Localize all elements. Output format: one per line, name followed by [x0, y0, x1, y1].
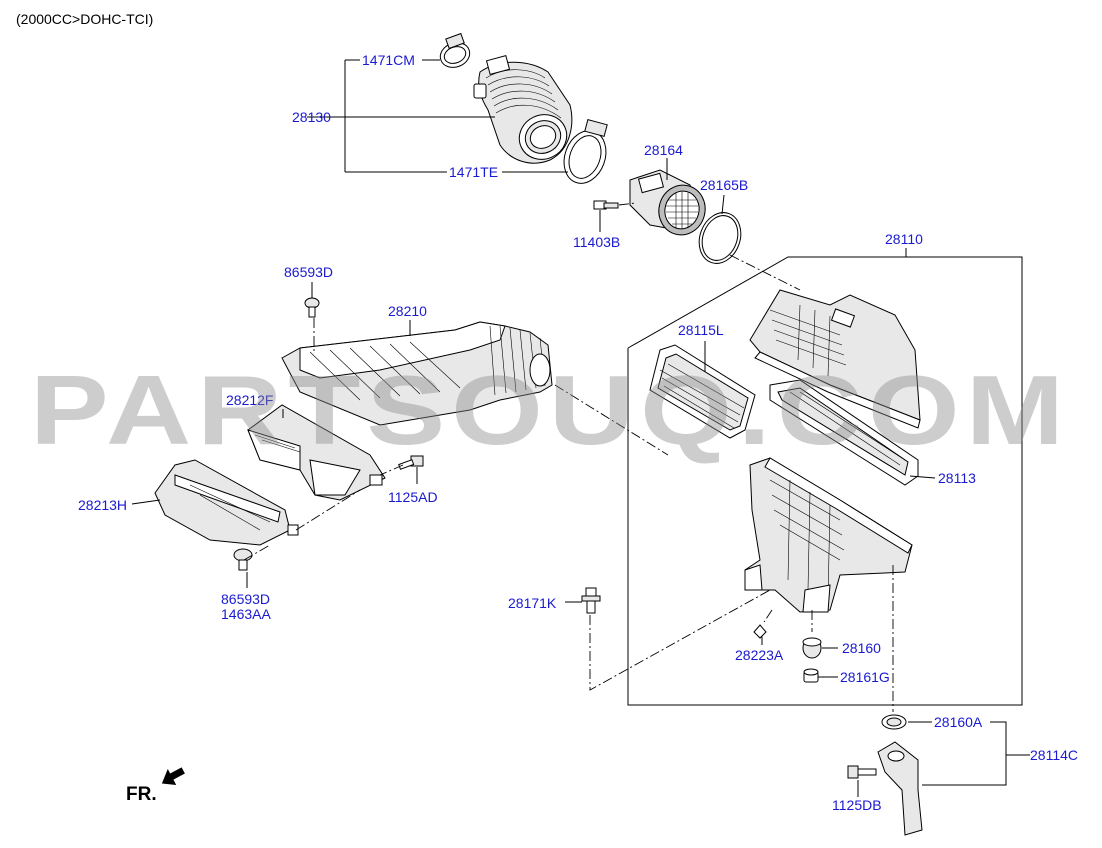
- callout-86593d-top[interactable]: 86593D: [284, 264, 333, 280]
- callout-28130[interactable]: 28130: [292, 109, 331, 125]
- callout-28113[interactable]: 28113: [938, 470, 976, 486]
- air-filter-element-part: [769, 379, 919, 486]
- lower-duct-part: [154, 459, 299, 546]
- callout-28165b[interactable]: 28165B: [700, 177, 748, 193]
- air-cleaner-cover-part: [749, 289, 921, 429]
- bolt-28171k-part: [581, 587, 601, 614]
- callout-28110[interactable]: 28110: [885, 231, 923, 247]
- assembly-dashed-lines: [243, 202, 894, 712]
- clip-86593d-top-part: [304, 297, 320, 318]
- callout-86593d-bottom[interactable]: 86593D: [221, 591, 270, 607]
- mounting-bracket-part: [877, 714, 923, 836]
- front-direction-label: FR.: [126, 784, 157, 805]
- watermark-text: PARTSOUQ.COM: [30, 355, 1070, 465]
- callout-28171k[interactable]: 28171K: [508, 595, 557, 611]
- air-intake-hose-part: [473, 55, 573, 164]
- callout-1471te[interactable]: 1471TE: [449, 164, 498, 180]
- callout-28212f[interactable]: 28212F: [226, 392, 273, 408]
- callout-28115l[interactable]: 28115L: [678, 322, 724, 338]
- clip-28223a-part: [753, 624, 767, 639]
- callout-1125db[interactable]: 1125DB: [832, 797, 882, 813]
- callout-28161g[interactable]: 28161G: [840, 669, 890, 685]
- callout-28210[interactable]: 28210: [388, 303, 427, 319]
- collar-part: [803, 668, 819, 683]
- bolt-1125db-part: [847, 765, 877, 779]
- bolt-1125ad-part: [398, 455, 424, 470]
- callout-28223a[interactable]: 28223A: [735, 647, 784, 663]
- callout-28160a[interactable]: 28160A: [934, 714, 983, 730]
- inlet-duct-part: [247, 404, 386, 501]
- hose-clamp-lower-part: [563, 119, 608, 184]
- air-cleaner-body-part: [744, 457, 913, 613]
- callout-1471cm[interactable]: 1471CM: [362, 52, 415, 68]
- side-cover-part: [649, 344, 756, 439]
- hose-clamp-top-part: [439, 32, 471, 68]
- callout-11403b[interactable]: 11403B: [573, 234, 620, 250]
- leader-lines: [131, 59, 1030, 797]
- callout-1463aa[interactable]: 1463AA: [221, 606, 271, 622]
- clip-86593d-bottom-part: [233, 548, 253, 571]
- callout-28114c[interactable]: 28114C: [1030, 747, 1078, 763]
- grommet-part: [802, 637, 822, 659]
- bolt-11403b-part: [593, 200, 619, 210]
- o-ring-part: [698, 212, 742, 264]
- front-direction-arrow-icon: [161, 767, 185, 785]
- callout-28160[interactable]: 28160: [842, 640, 881, 656]
- callout-28164[interactable]: 28164: [644, 142, 683, 158]
- callout-1125ad[interactable]: 1125AD: [388, 489, 438, 505]
- callout-28213h[interactable]: 28213H: [78, 497, 127, 513]
- resonator-duct-part: [281, 321, 553, 426]
- air-flow-sensor-part: [629, 169, 706, 236]
- engine-code-header: (2000CC>DOHC-TCI): [16, 11, 153, 27]
